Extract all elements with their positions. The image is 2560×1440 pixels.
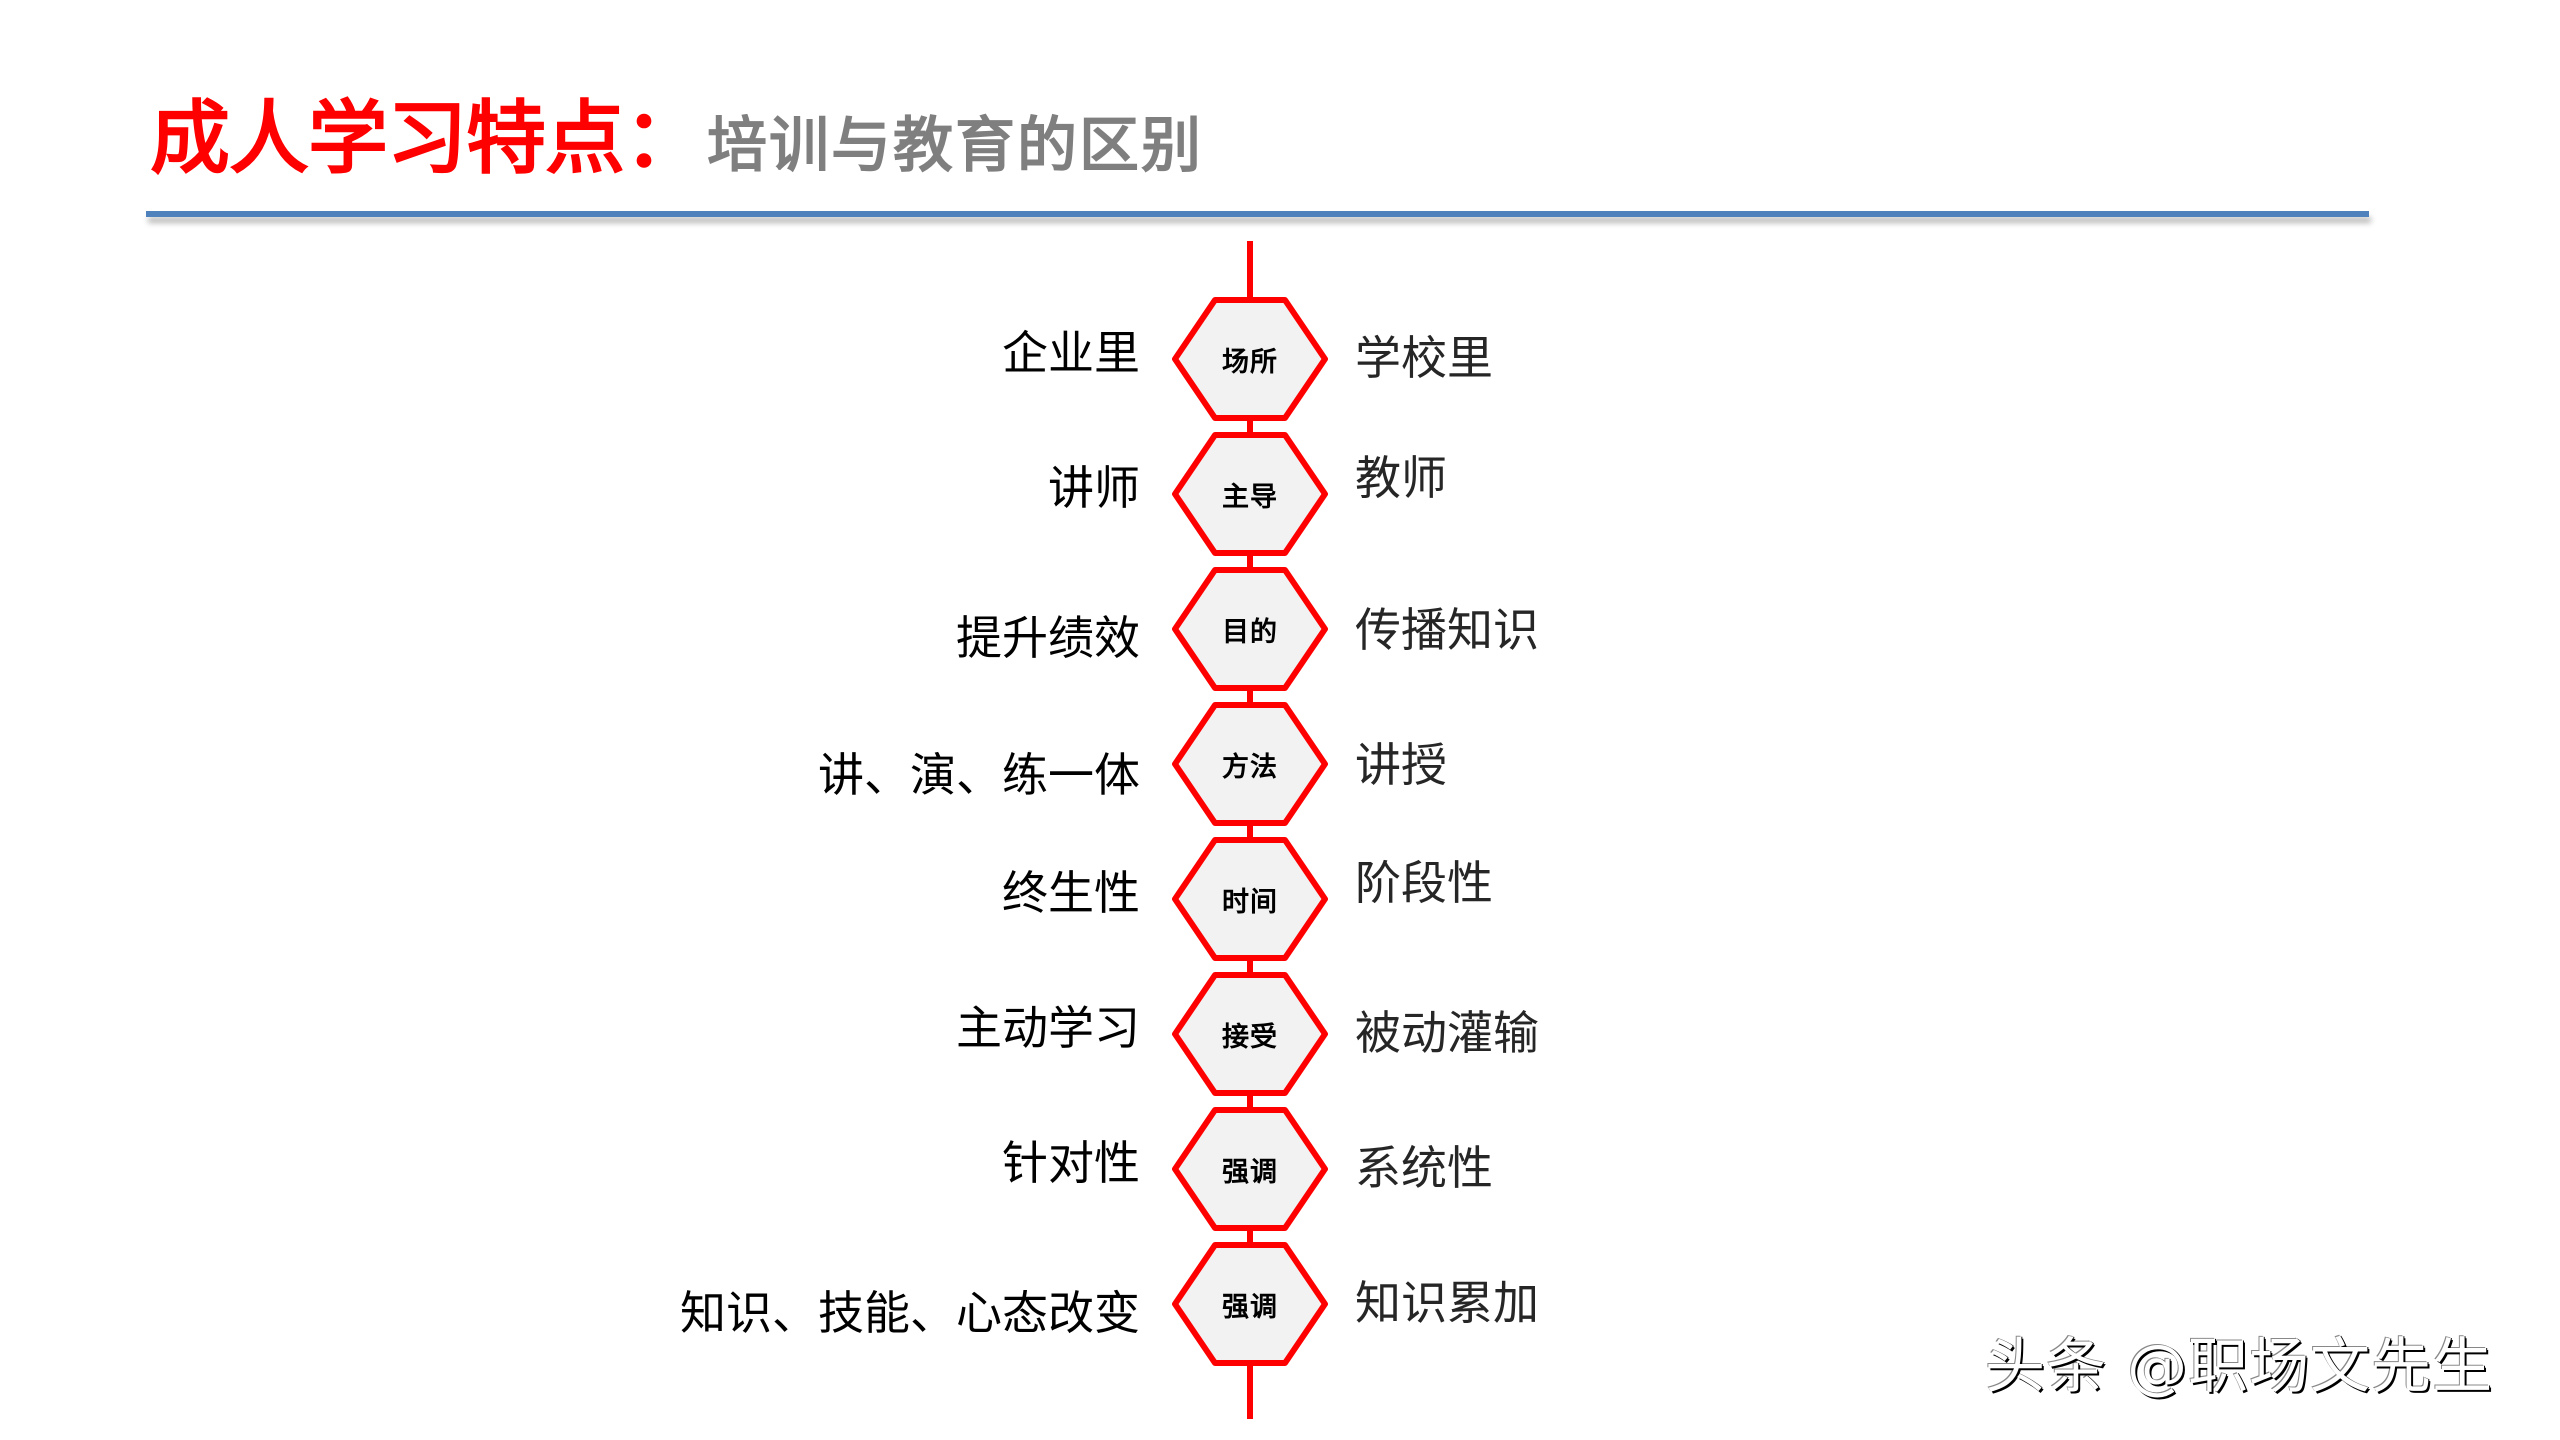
aspect-label: 接受 [1222,1021,1278,1053]
aspect-hexagon: 方法 [1172,702,1328,826]
hexagon-shape-icon [1172,1242,1328,1366]
training-item: 讲师 [1048,461,1140,515]
aspect-label: 强调 [1222,1291,1278,1323]
title-subtitle: 培训与教育的区别 [707,111,1203,181]
aspect-hexagon: 主导 [1172,432,1328,556]
aspect-label: 目的 [1222,616,1278,648]
title-divider [146,211,2369,217]
aspect-label: 方法 [1222,751,1278,783]
hexagon-shape-icon [1172,702,1328,826]
watermark: 头条 @职场文先生 [1985,1332,2494,1402]
training-item: 知识、技能、心态改变 [680,1286,1140,1340]
education-item: 知识累加 [1355,1276,1539,1330]
page-title: 成人学习特点： 培训与教育的区别 [150,84,1203,194]
training-item: 企业里 [1002,326,1140,380]
education-item: 被动灌输 [1355,1006,1539,1060]
education-item: 阶段性 [1355,856,1493,910]
education-item: 系统性 [1355,1141,1493,1195]
training-item: 针对性 [1002,1136,1140,1190]
education-item: 教师 [1355,451,1447,505]
aspect-hexagon: 目的 [1172,567,1328,691]
aspect-hexagon: 强调 [1172,1242,1328,1366]
aspect-hexagon: 场所 [1172,297,1328,421]
hexagon-shape-icon [1172,567,1328,691]
education-item: 学校里 [1355,331,1493,385]
hexagon-shape-icon [1172,297,1328,421]
aspect-label: 主导 [1222,481,1278,513]
aspect-label: 时间 [1222,886,1278,918]
training-item: 提升绩效 [956,611,1140,665]
education-item: 讲授 [1355,738,1447,792]
aspect-hexagon: 强调 [1172,1107,1328,1231]
training-item: 讲、演、练一体 [818,748,1140,802]
title-main: 成人学习特点： [150,92,704,185]
hexagon-shape-icon [1172,432,1328,556]
aspect-label: 强调 [1222,1156,1278,1188]
training-item: 主动学习 [956,1001,1140,1055]
education-item: 传播知识 [1355,603,1539,657]
hexagon-shape-icon [1172,1107,1328,1231]
aspect-hexagon: 时间 [1172,837,1328,961]
aspect-label: 场所 [1222,346,1278,378]
aspect-hexagon: 接受 [1172,972,1328,1096]
hexagon-shape-icon [1172,972,1328,1096]
hexagon-shape-icon [1172,837,1328,961]
training-item: 终生性 [1002,866,1140,920]
center-spine-line [1247,241,1253,1419]
